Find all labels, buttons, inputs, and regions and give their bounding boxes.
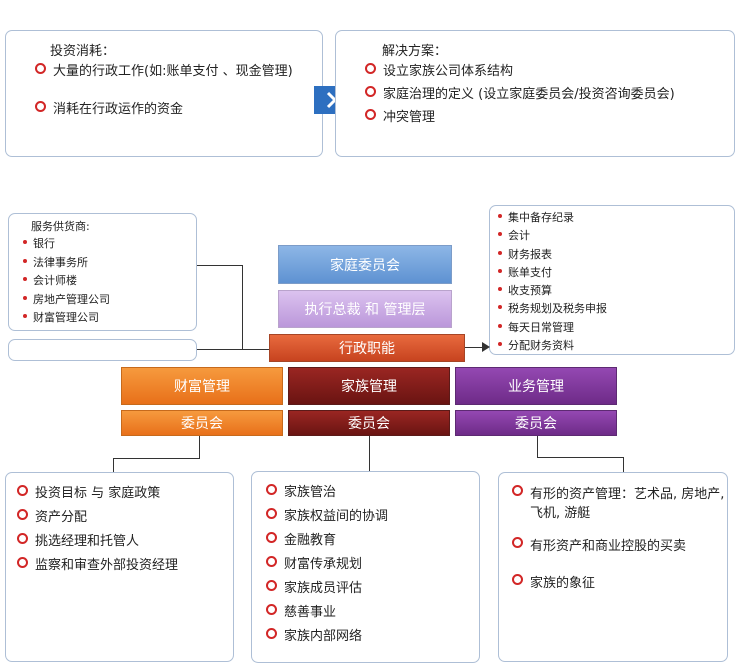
solution-panel: 解决方案： 设立家族公司体系结构 家庭治理的定义 (设立家庭委员会/投资咨询委员… bbox=[335, 30, 735, 157]
list-item: 会计 bbox=[496, 227, 734, 245]
list-item: 投资目标 与 家庭政策 bbox=[16, 485, 232, 503]
arrow-right-icon bbox=[482, 342, 490, 352]
list-item: 家庭治理的定义 (设立家庭委员会/投资咨询委员会) bbox=[364, 86, 734, 104]
list-item: 财富传承规划 bbox=[265, 556, 479, 574]
connector-line bbox=[537, 457, 624, 458]
family-management-box: 家族管理 bbox=[288, 367, 450, 405]
list-item: 金融教育 bbox=[265, 532, 479, 550]
list-item: 挑选经理和托管人 bbox=[16, 533, 232, 551]
list-item: 家族管治 bbox=[265, 484, 479, 502]
list-item: 财务报表 bbox=[496, 246, 734, 264]
list-item: 消耗在行政运作的资金 bbox=[34, 101, 322, 119]
family-tasks-panel: 家族管治 家族权益间的协调 金融教育 财富传承规划 家族成员评估 慈善事业 家族… bbox=[251, 471, 480, 663]
solution-title: 解决方案： bbox=[382, 44, 448, 59]
list-item: 慈善事业 bbox=[265, 604, 479, 622]
connector-line bbox=[199, 436, 200, 459]
list-item: 资产分配 bbox=[16, 509, 232, 527]
list-item: 大量的行政工作(如:账单支付 、现金管理) bbox=[34, 63, 322, 81]
wealth-committee-box: 委员会 bbox=[121, 410, 283, 436]
list-item: 每天日常管理 bbox=[496, 319, 734, 337]
wealth-tasks-list: 投资目标 与 家庭政策 资产分配 挑选经理和托管人 监察和审查外部投资经理 bbox=[16, 485, 232, 575]
list-item: 家族权益间的协调 bbox=[265, 508, 479, 526]
list-item: 有形资产和商业控股的买卖 bbox=[511, 537, 725, 556]
investment-cost-title: 投资消耗： bbox=[50, 44, 116, 59]
service-providers-list: 银行 法律事务所 会计师楼 房地产管理公司 财富管理公司 bbox=[21, 235, 197, 328]
executive-management-box: 执行总裁 和 管理层 bbox=[278, 290, 452, 328]
list-item: 监察和审查外部投资经理 bbox=[16, 557, 232, 575]
list-item: 分配财务资料 bbox=[496, 337, 734, 355]
connector-line bbox=[465, 347, 483, 348]
connector-line bbox=[242, 265, 243, 350]
business-tasks-panel: 有形的资产管理：艺术品, 房地产, 飞机, 游艇 有形资产和商业控股的买卖 家族… bbox=[498, 472, 728, 662]
list-item: 冲突管理 bbox=[364, 109, 734, 127]
connector-line bbox=[623, 457, 624, 472]
empty-panel bbox=[8, 339, 197, 361]
service-providers-title: 服务供货商: bbox=[31, 220, 90, 233]
list-item: 集中备存纪录 bbox=[496, 209, 734, 227]
list-item: 设立家族公司体系结构 bbox=[364, 63, 734, 81]
list-item: 法律事务所 bbox=[21, 254, 197, 273]
solution-list: 设立家族公司体系结构 家庭治理的定义 (设立家庭委员会/投资咨询委员会) 冲突管… bbox=[364, 63, 734, 127]
business-management-box: 业务管理 bbox=[455, 367, 617, 405]
admin-tasks-panel: 集中备存纪录 会计 财务报表 账单支付 收支预算 税务规划及税务申报 每天日常管… bbox=[489, 205, 735, 355]
list-item: 家族成员评估 bbox=[265, 580, 479, 598]
list-item: 房地产管理公司 bbox=[21, 291, 197, 310]
connector-line bbox=[113, 458, 200, 459]
connector-line bbox=[197, 265, 243, 266]
list-item: 家族内部网络 bbox=[265, 628, 479, 646]
family-committee-sub-box: 委员会 bbox=[288, 410, 450, 436]
wealth-management-box: 财富管理 bbox=[121, 367, 283, 405]
investment-cost-panel: 投资消耗： 大量的行政工作(如:账单支付 、现金管理) 消耗在行政运作的资金 bbox=[5, 30, 323, 157]
connector-line bbox=[113, 458, 114, 472]
list-item: 银行 bbox=[21, 235, 197, 254]
admin-tasks-list: 集中备存纪录 会计 财务报表 账单支付 收支预算 税务规划及税务申报 每天日常管… bbox=[496, 209, 734, 355]
connector-line bbox=[197, 349, 269, 350]
list-item: 账单支付 bbox=[496, 264, 734, 282]
list-item: 收支预算 bbox=[496, 282, 734, 300]
connector-line bbox=[369, 436, 370, 471]
list-item: 会计师楼 bbox=[21, 272, 197, 291]
list-item: 有形的资产管理：艺术品, 房地产, 飞机, 游艇 bbox=[511, 485, 725, 523]
service-providers-panel: 服务供货商: 银行 法律事务所 会计师楼 房地产管理公司 财富管理公司 bbox=[8, 213, 197, 331]
family-committee-box: 家庭委员会 bbox=[278, 245, 452, 284]
admin-function-box: 行政职能 bbox=[269, 334, 465, 362]
list-item: 家族的象征 bbox=[511, 574, 725, 593]
list-item: 财富管理公司 bbox=[21, 309, 197, 328]
investment-cost-list: 大量的行政工作(如:账单支付 、现金管理) 消耗在行政运作的资金 bbox=[34, 63, 322, 119]
wealth-tasks-panel: 投资目标 与 家庭政策 资产分配 挑选经理和托管人 监察和审查外部投资经理 bbox=[5, 472, 234, 662]
business-tasks-list: 有形的资产管理：艺术品, 房地产, 飞机, 游艇 有形资产和商业控股的买卖 家族… bbox=[511, 485, 725, 593]
family-tasks-list: 家族管治 家族权益间的协调 金融教育 财富传承规划 家族成员评估 慈善事业 家族… bbox=[265, 484, 479, 646]
business-committee-box: 委员会 bbox=[455, 410, 617, 436]
connector-line bbox=[537, 436, 538, 457]
list-item: 税务规划及税务申报 bbox=[496, 300, 734, 318]
